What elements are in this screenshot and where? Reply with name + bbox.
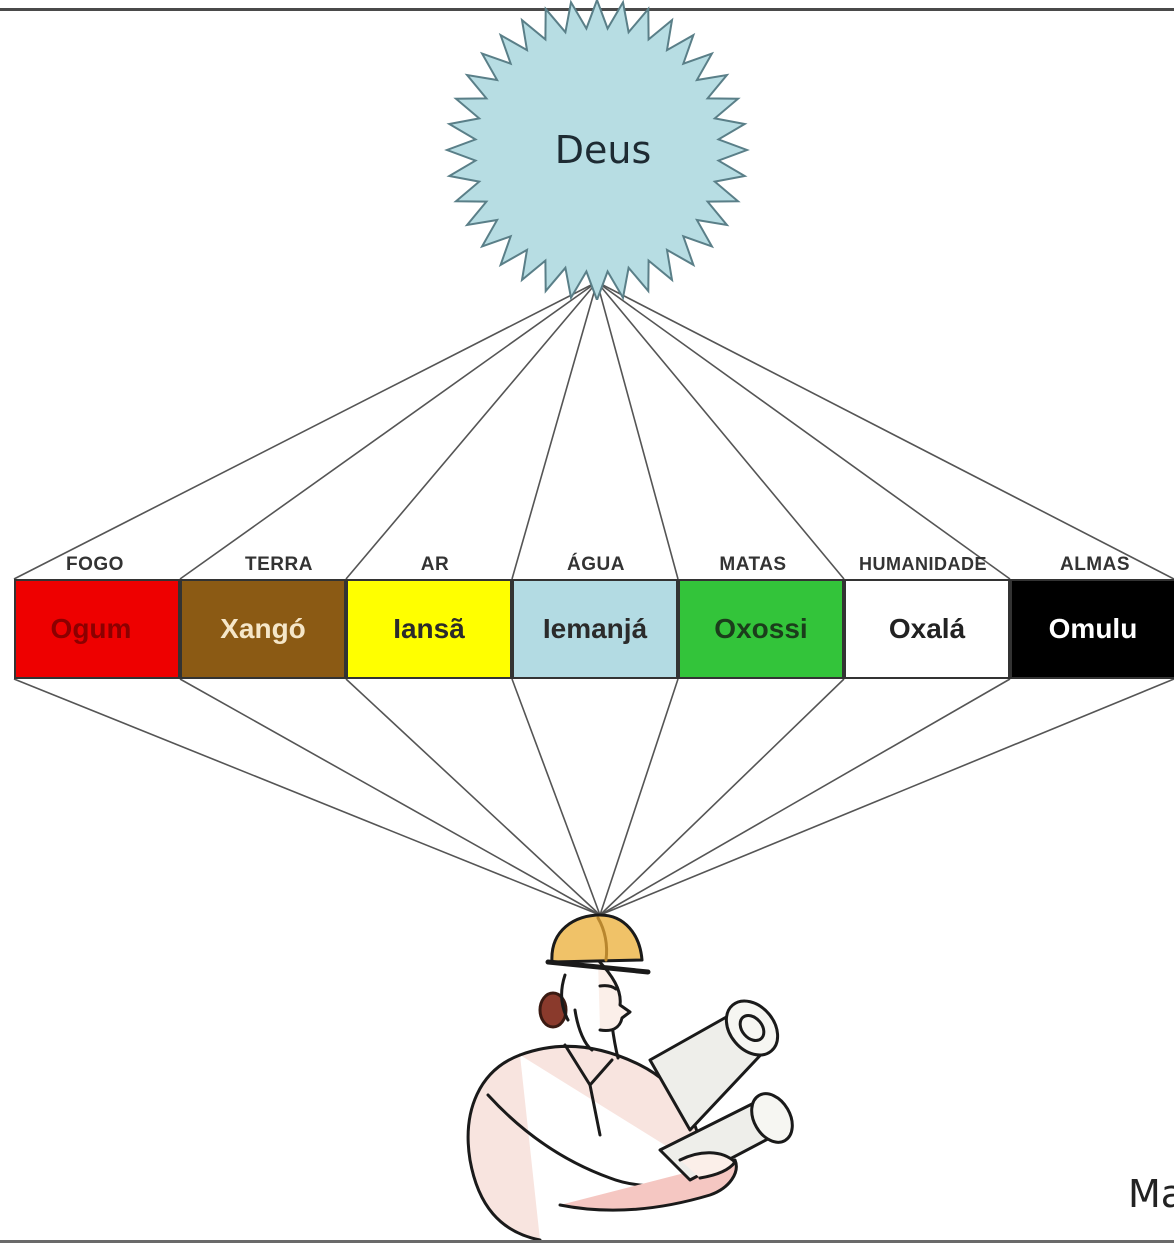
connector-line-bottom-5	[599, 678, 845, 916]
connector-line-top-4	[596, 281, 679, 580]
star-shape	[444, 0, 750, 300]
element-label-matas: MATAS	[719, 554, 787, 575]
orixa-box-iemanja: Iemanjá	[512, 579, 678, 679]
orixa-box-ogum: Ogum	[14, 579, 180, 679]
orixa-name-oxossi: Oxossi	[714, 613, 808, 644]
element-label-terra: TERRA	[245, 554, 313, 575]
connector-line-top-6	[596, 281, 1011, 580]
orixa-name-omulu: Omulu	[1048, 613, 1138, 644]
deus-label: Deus	[554, 128, 652, 172]
top-border	[0, 8, 1174, 11]
orixa-name-iansa: Iansã	[393, 613, 465, 644]
connector-line-bottom-6	[599, 678, 1011, 916]
orixa-name-iemanja: Iemanjá	[542, 613, 648, 644]
element-label-fogo: FOGO	[66, 554, 124, 575]
orixa-box-xango: Xangó	[180, 579, 346, 679]
connector-line-bottom-0	[13, 678, 601, 916]
connector-line-bottom-1	[179, 678, 601, 916]
orixa-name-oxala: Oxalá	[888, 613, 966, 644]
connector-line-top-0	[13, 281, 598, 580]
connector-line-top-2	[345, 281, 598, 580]
connector-line-top-3	[511, 281, 598, 580]
orixa-box-oxala: Oxalá	[844, 579, 1010, 679]
element-label-humanidade: HUMANIDADE	[859, 554, 987, 574]
deus-star	[444, 0, 750, 300]
connector-line-top-7	[596, 281, 1174, 580]
orixa-box-iansa: Iansã	[346, 579, 512, 679]
connector-line-bottom-7	[599, 678, 1174, 916]
footnote-text: Ma	[1128, 1172, 1174, 1216]
bottom-border	[0, 1240, 1174, 1243]
orixa-name-ogum: Ogum	[50, 613, 132, 644]
connector-line-bottom-3	[511, 678, 601, 916]
element-label-agua: ÁGUA	[567, 554, 625, 575]
element-label-almas: ALMAS	[1059, 554, 1131, 575]
orixa-box-omulu: Omulu	[1010, 579, 1174, 679]
element-label-ar: AR	[420, 554, 450, 575]
connector-line-bottom-4	[599, 678, 679, 916]
connector-line-top-5	[596, 281, 845, 580]
orixa-box-oxossi: Oxossi	[678, 579, 844, 679]
connector-line-bottom-2	[345, 678, 601, 916]
connector-line-top-1	[179, 281, 598, 580]
orixa-name-xango: Xangó	[220, 613, 306, 644]
